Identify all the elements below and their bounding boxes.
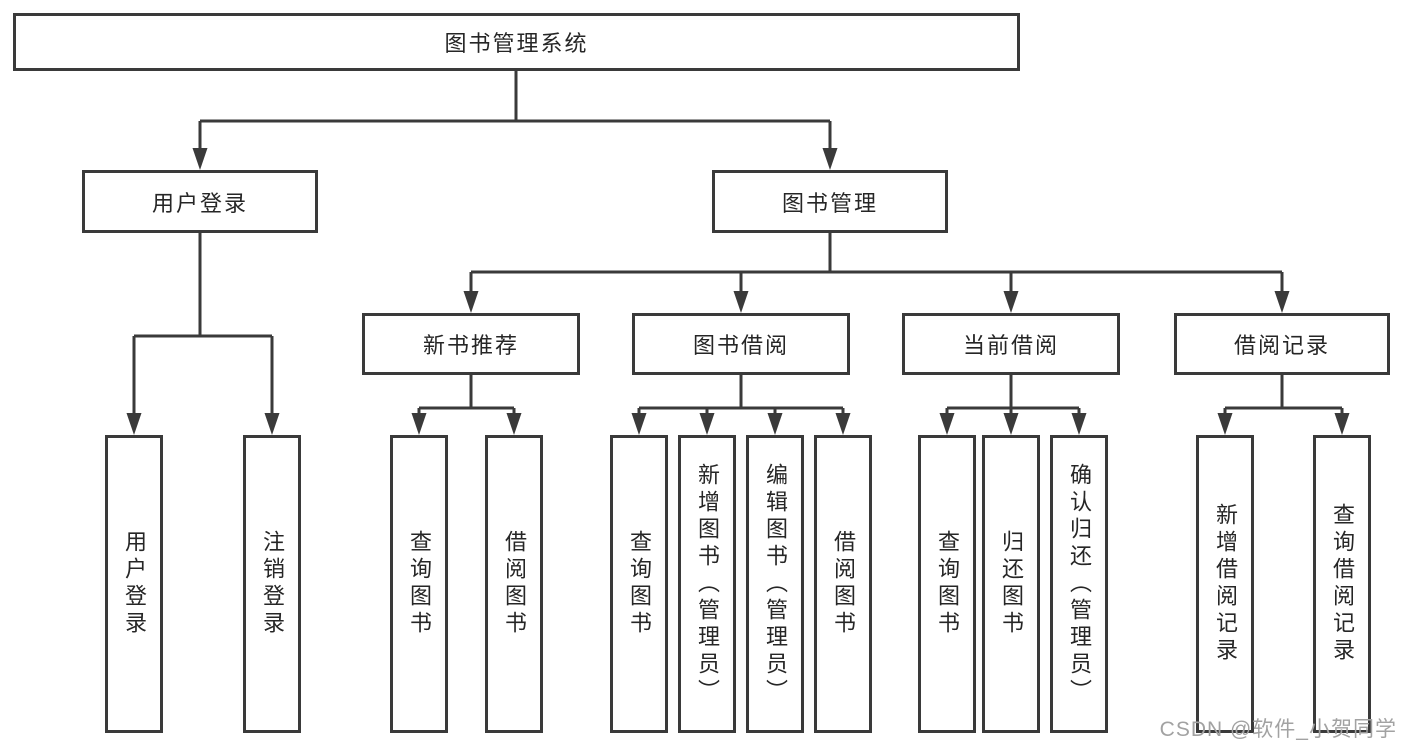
node-current-borrow: 当前借阅	[902, 313, 1120, 375]
connector-book-borrow	[631, 375, 851, 435]
leaf-current-confirm-admin: 确认归还（管理员）	[1050, 435, 1108, 733]
leaf-borrow-add-admin: 新增图书（管理员）	[678, 435, 736, 733]
arrow-down-icon	[699, 413, 715, 435]
arrow-down-icon	[126, 413, 142, 435]
connector-current-borrow	[939, 375, 1087, 435]
arrow-down-icon	[939, 413, 955, 435]
node-user-login-label: 用户登录	[151, 190, 248, 216]
connector-new-book-recommend	[411, 375, 522, 435]
arrow-down-icon	[733, 291, 749, 313]
leaf-borrow-add-admin-label: 新增图书（管理员）	[695, 462, 720, 706]
connector-root	[192, 70, 838, 170]
leaf-borrow-borrow-label: 借阅图书	[831, 530, 856, 638]
node-root-label: 图书管理系统	[444, 31, 589, 56]
leaf-logout: 注销登录	[243, 435, 301, 733]
arrow-down-icon	[822, 148, 838, 170]
connector-borrow-records	[1217, 375, 1350, 435]
leaf-user-login-label: 用户登录	[122, 530, 147, 638]
node-book-borrow: 图书借阅	[632, 313, 850, 375]
arrow-down-icon	[192, 148, 208, 170]
arrow-down-icon	[1274, 291, 1290, 313]
arrow-down-icon	[1003, 413, 1019, 435]
leaf-current-query-label: 查询图书	[935, 530, 960, 638]
arrow-down-icon	[411, 413, 427, 435]
connector-user-login	[126, 233, 280, 435]
arrow-down-icon	[463, 291, 479, 313]
node-borrow-records-label: 借阅记录	[1233, 333, 1330, 358]
leaf-borrow-edit-admin: 编辑图书（管理员）	[746, 435, 804, 733]
leaf-new-books-query-label: 查询图书	[407, 530, 432, 638]
leaf-records-add-label: 新增借阅记录	[1213, 503, 1238, 665]
leaf-user-login: 用户登录	[105, 435, 163, 733]
csdn-watermark: CSDN @软件_小贺同学	[1159, 718, 1397, 741]
node-current-borrow-label: 当前借阅	[962, 333, 1059, 358]
node-borrow-records: 借阅记录	[1174, 313, 1390, 375]
arrow-down-icon	[1217, 413, 1233, 435]
node-book-management: 图书管理	[712, 170, 948, 233]
arrow-down-icon	[1003, 291, 1019, 313]
leaf-records-query: 查询借阅记录	[1313, 435, 1371, 733]
leaf-new-books-borrow-label: 借阅图书	[502, 530, 527, 638]
connector-book-management	[463, 233, 1290, 313]
leaf-borrow-borrow: 借阅图书	[814, 435, 872, 733]
leaf-current-query: 查询图书	[918, 435, 976, 733]
node-root: 图书管理系统	[13, 13, 1020, 71]
leaf-new-books-query: 查询图书	[390, 435, 448, 733]
leaf-borrow-edit-admin-label: 编辑图书（管理员）	[763, 462, 788, 706]
leaf-borrow-query: 查询图书	[610, 435, 668, 733]
arrow-down-icon	[835, 413, 851, 435]
arrow-down-icon	[767, 413, 783, 435]
arrow-down-icon	[264, 413, 280, 435]
leaf-records-query-label: 查询借阅记录	[1330, 503, 1355, 665]
node-book-management-label: 图书管理	[781, 190, 878, 216]
leaf-current-confirm-admin-label: 确认归还（管理员）	[1067, 462, 1092, 706]
node-user-login: 用户登录	[82, 170, 318, 233]
leaf-current-return: 归还图书	[982, 435, 1040, 733]
node-new-book-recommend: 新书推荐	[362, 313, 580, 375]
node-book-borrow-label: 图书借阅	[692, 333, 789, 358]
arrow-down-icon	[1334, 413, 1350, 435]
leaf-borrow-query-label: 查询图书	[627, 530, 652, 638]
node-new-book-recommend-label: 新书推荐	[422, 333, 519, 358]
leaf-records-add: 新增借阅记录	[1196, 435, 1254, 733]
leaf-new-books-borrow: 借阅图书	[485, 435, 543, 733]
leaf-current-return-label: 归还图书	[999, 530, 1024, 638]
arrow-down-icon	[631, 413, 647, 435]
leaf-logout-label: 注销登录	[260, 530, 285, 638]
arrow-down-icon	[1071, 413, 1087, 435]
arrow-down-icon	[506, 413, 522, 435]
